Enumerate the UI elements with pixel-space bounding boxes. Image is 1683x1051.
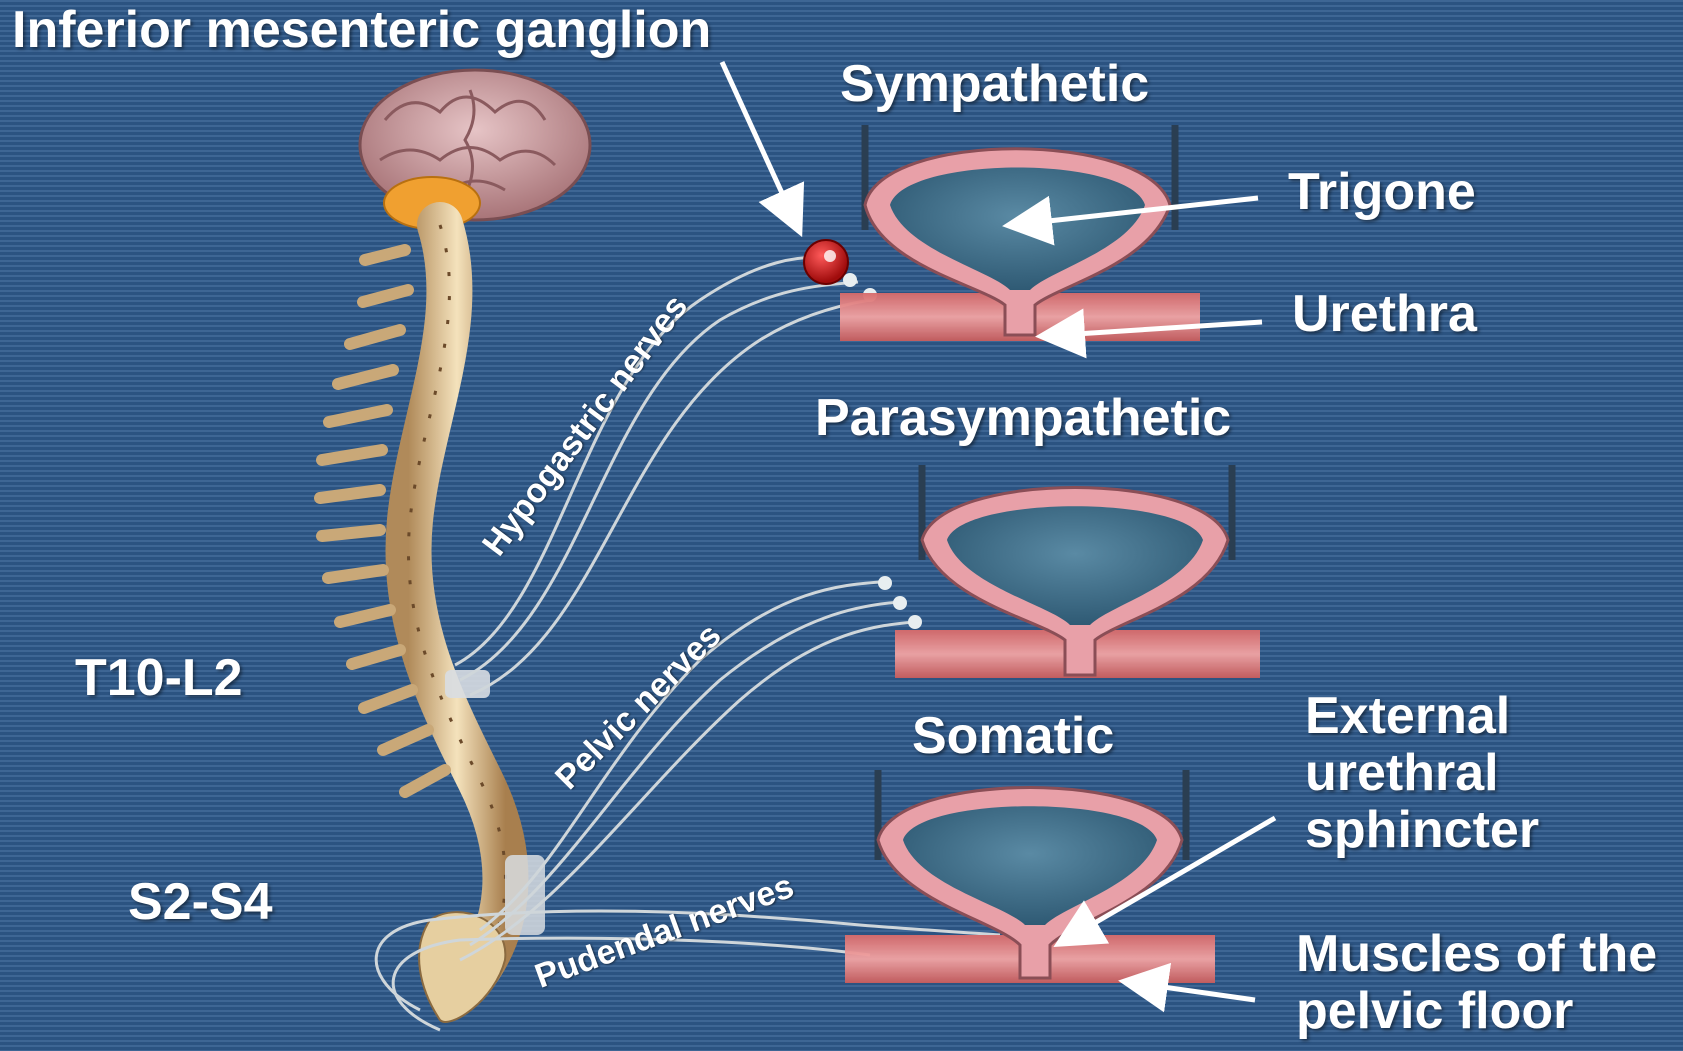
trigone-label: Trigone: [1288, 164, 1476, 221]
external-sphincter-line-3: sphincter: [1305, 802, 1539, 859]
pelvic-floor-line-2: pelvic floor: [1296, 983, 1657, 1040]
s2-s4-label: S2-S4: [128, 874, 273, 931]
external-sphincter-line-2: urethral: [1305, 745, 1539, 802]
bladder-parasympathetic: [895, 465, 1260, 678]
ganglion-label: Inferior mesenteric ganglion: [12, 2, 711, 59]
bladder-somatic: [845, 770, 1215, 983]
bladder-sympathetic: [840, 125, 1200, 341]
external-sphincter-line-1: External: [1305, 688, 1539, 745]
ganglion-arrow: [722, 62, 798, 228]
external-sphincter-label: External urethral sphincter: [1305, 688, 1539, 860]
parasympathetic-heading: Parasympathetic: [815, 390, 1231, 447]
brain-icon: [360, 70, 590, 229]
somatic-heading: Somatic: [912, 708, 1114, 765]
pelvic-floor-line-1: Muscles of the: [1296, 926, 1657, 983]
sympathetic-heading: Sympathetic: [840, 56, 1149, 113]
pelvic-floor-arrow: [1128, 982, 1255, 1000]
t10-l2-label: T10-L2: [75, 650, 243, 707]
pelvic-floor-label: Muscles of the pelvic floor: [1296, 926, 1657, 1040]
urethra-label: Urethra: [1292, 286, 1477, 343]
